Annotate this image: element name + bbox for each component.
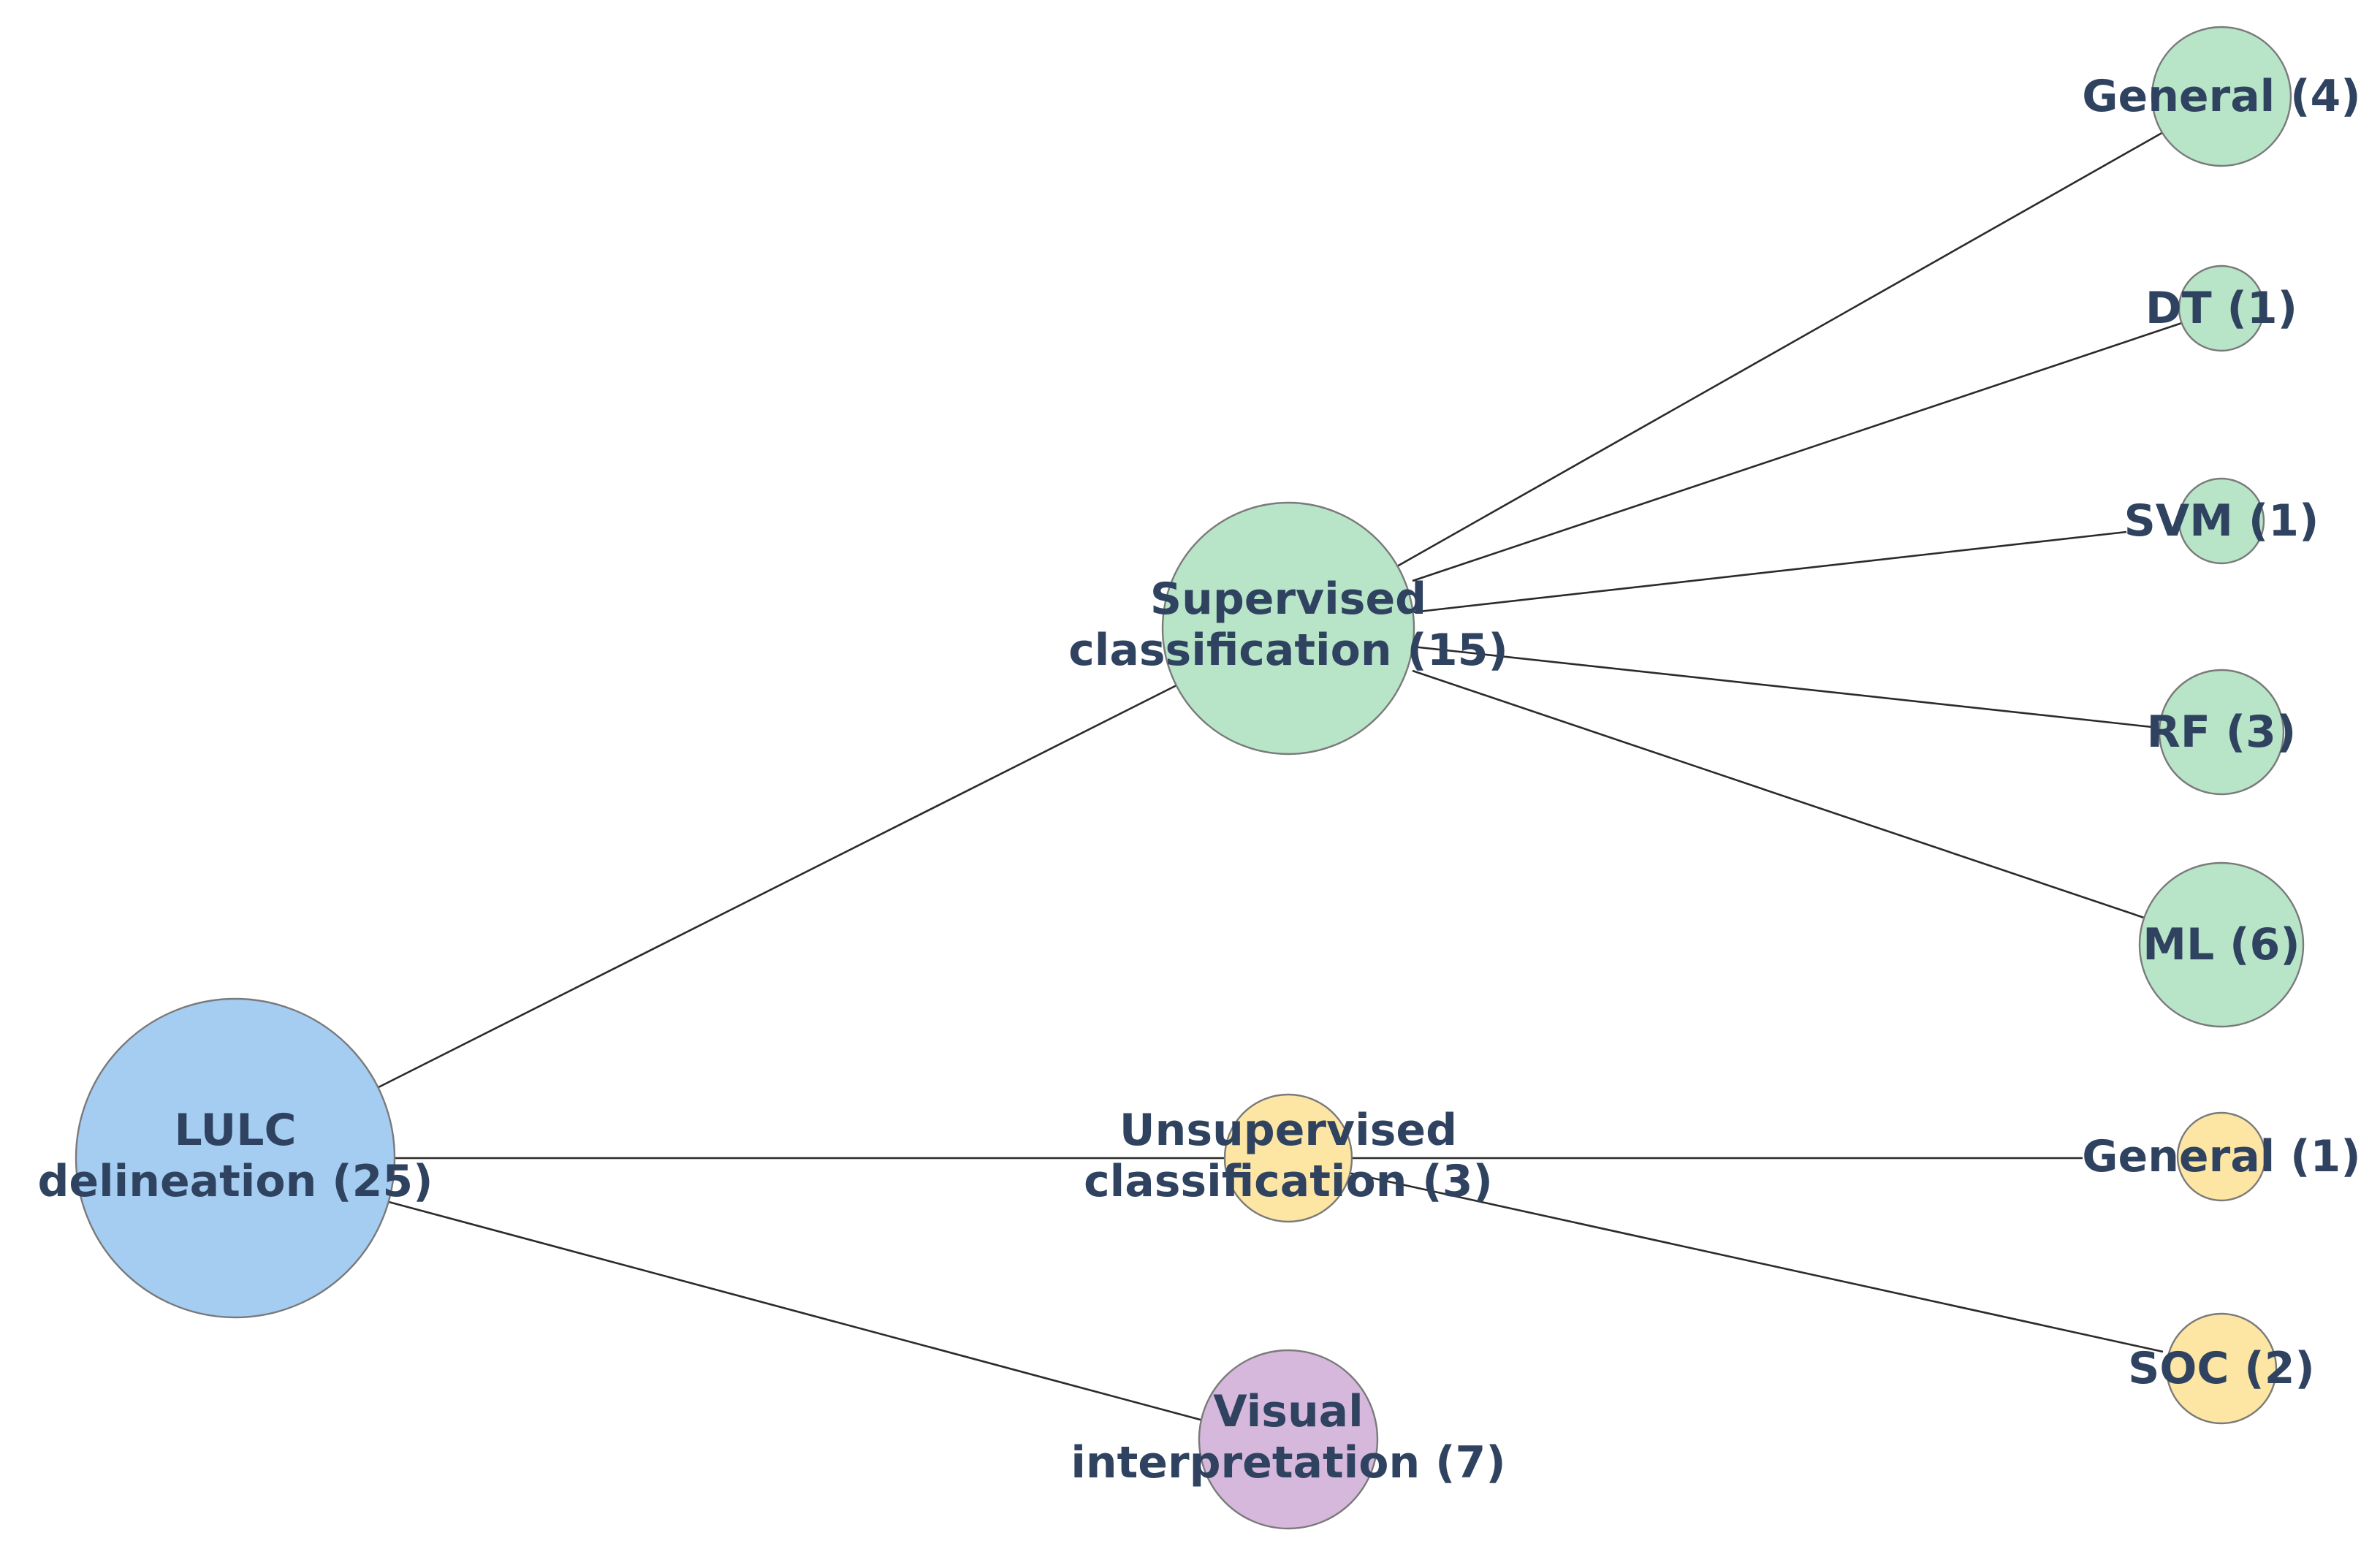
node-sup-general: General (4) (2082, 26, 2361, 167)
node-unsupervised-circle (1223, 1093, 1353, 1223)
edge-supervised-general (1396, 130, 2165, 568)
node-sup-rf: RF (3) (2147, 669, 2297, 796)
edges (378, 130, 2187, 1423)
node-supervised-label-line2: classification (15) (1068, 625, 1508, 676)
node-sup-rf-circle (2158, 669, 2285, 796)
node-sup-svm-label: SVM (1) (2124, 495, 2319, 547)
node-sup-general-label: General (4) (2082, 71, 2360, 122)
node-supervised-classification: Supervised classification (15) (1068, 501, 1508, 756)
node-sup-ml-label: ML (6) (2143, 919, 2300, 970)
edge-unsupervised-soc (1347, 1171, 2164, 1353)
node-supervised-label-line1: Supervised (1150, 574, 1426, 625)
edge-supervised-dt (1412, 320, 2187, 582)
node-unsupervised-label-line2: classification (3) (1084, 1156, 1493, 1207)
node-sup-svm-circle (2178, 477, 2265, 565)
node-lulc-label-line1: LULC (174, 1105, 296, 1156)
node-unsup-general-label: General (1) (2082, 1131, 2360, 1182)
node-lulc-label-line2: delineation (25) (37, 1156, 433, 1207)
node-sup-dt: DT (1) (2145, 264, 2297, 352)
node-unsupervised-label-line1: Unsupervised (1119, 1105, 1457, 1156)
node-visual-label-line1: Visual (1213, 1386, 1363, 1437)
node-unsup-soc-label: SOC (2) (2128, 1343, 2315, 1394)
node-sup-svm: SVM (1) (2124, 477, 2319, 565)
node-unsup-soc: SOC (2) (2128, 1312, 2315, 1425)
edge-supervised-rf (1412, 645, 2153, 728)
edge-lulc-visual (388, 1200, 1206, 1423)
node-sup-general-circle (2151, 26, 2292, 167)
node-lulc-delineation: LULC delineation (25) (37, 997, 433, 1319)
node-unsupervised-classification: Unsupervised classification (3) (1084, 1093, 1493, 1223)
node-sup-dt-label: DT (1) (2145, 283, 2297, 334)
node-unsup-soc-circle (2165, 1312, 2278, 1425)
node-lulc-circle (75, 997, 396, 1319)
node-sup-dt-circle (2178, 264, 2265, 352)
node-supervised-circle (1161, 501, 1415, 756)
node-sup-rf-label: RF (3) (2147, 707, 2297, 758)
node-visual-label-line2: interpretation (7) (1071, 1437, 1505, 1488)
node-unsup-general: General (1) (2082, 1111, 2361, 1202)
node-unsup-general-circle (2176, 1111, 2267, 1202)
node-sup-ml: ML (6) (2138, 861, 2305, 1028)
edge-supervised-svm (1412, 530, 2127, 614)
node-visual-circle (1198, 1349, 1379, 1530)
edge-supervised-ml (1412, 669, 2149, 921)
node-visual-interpretation: Visual interpretation (7) (1071, 1349, 1506, 1530)
edge-lulc-supervised (378, 684, 1177, 1089)
node-sup-ml-circle (2138, 861, 2305, 1028)
